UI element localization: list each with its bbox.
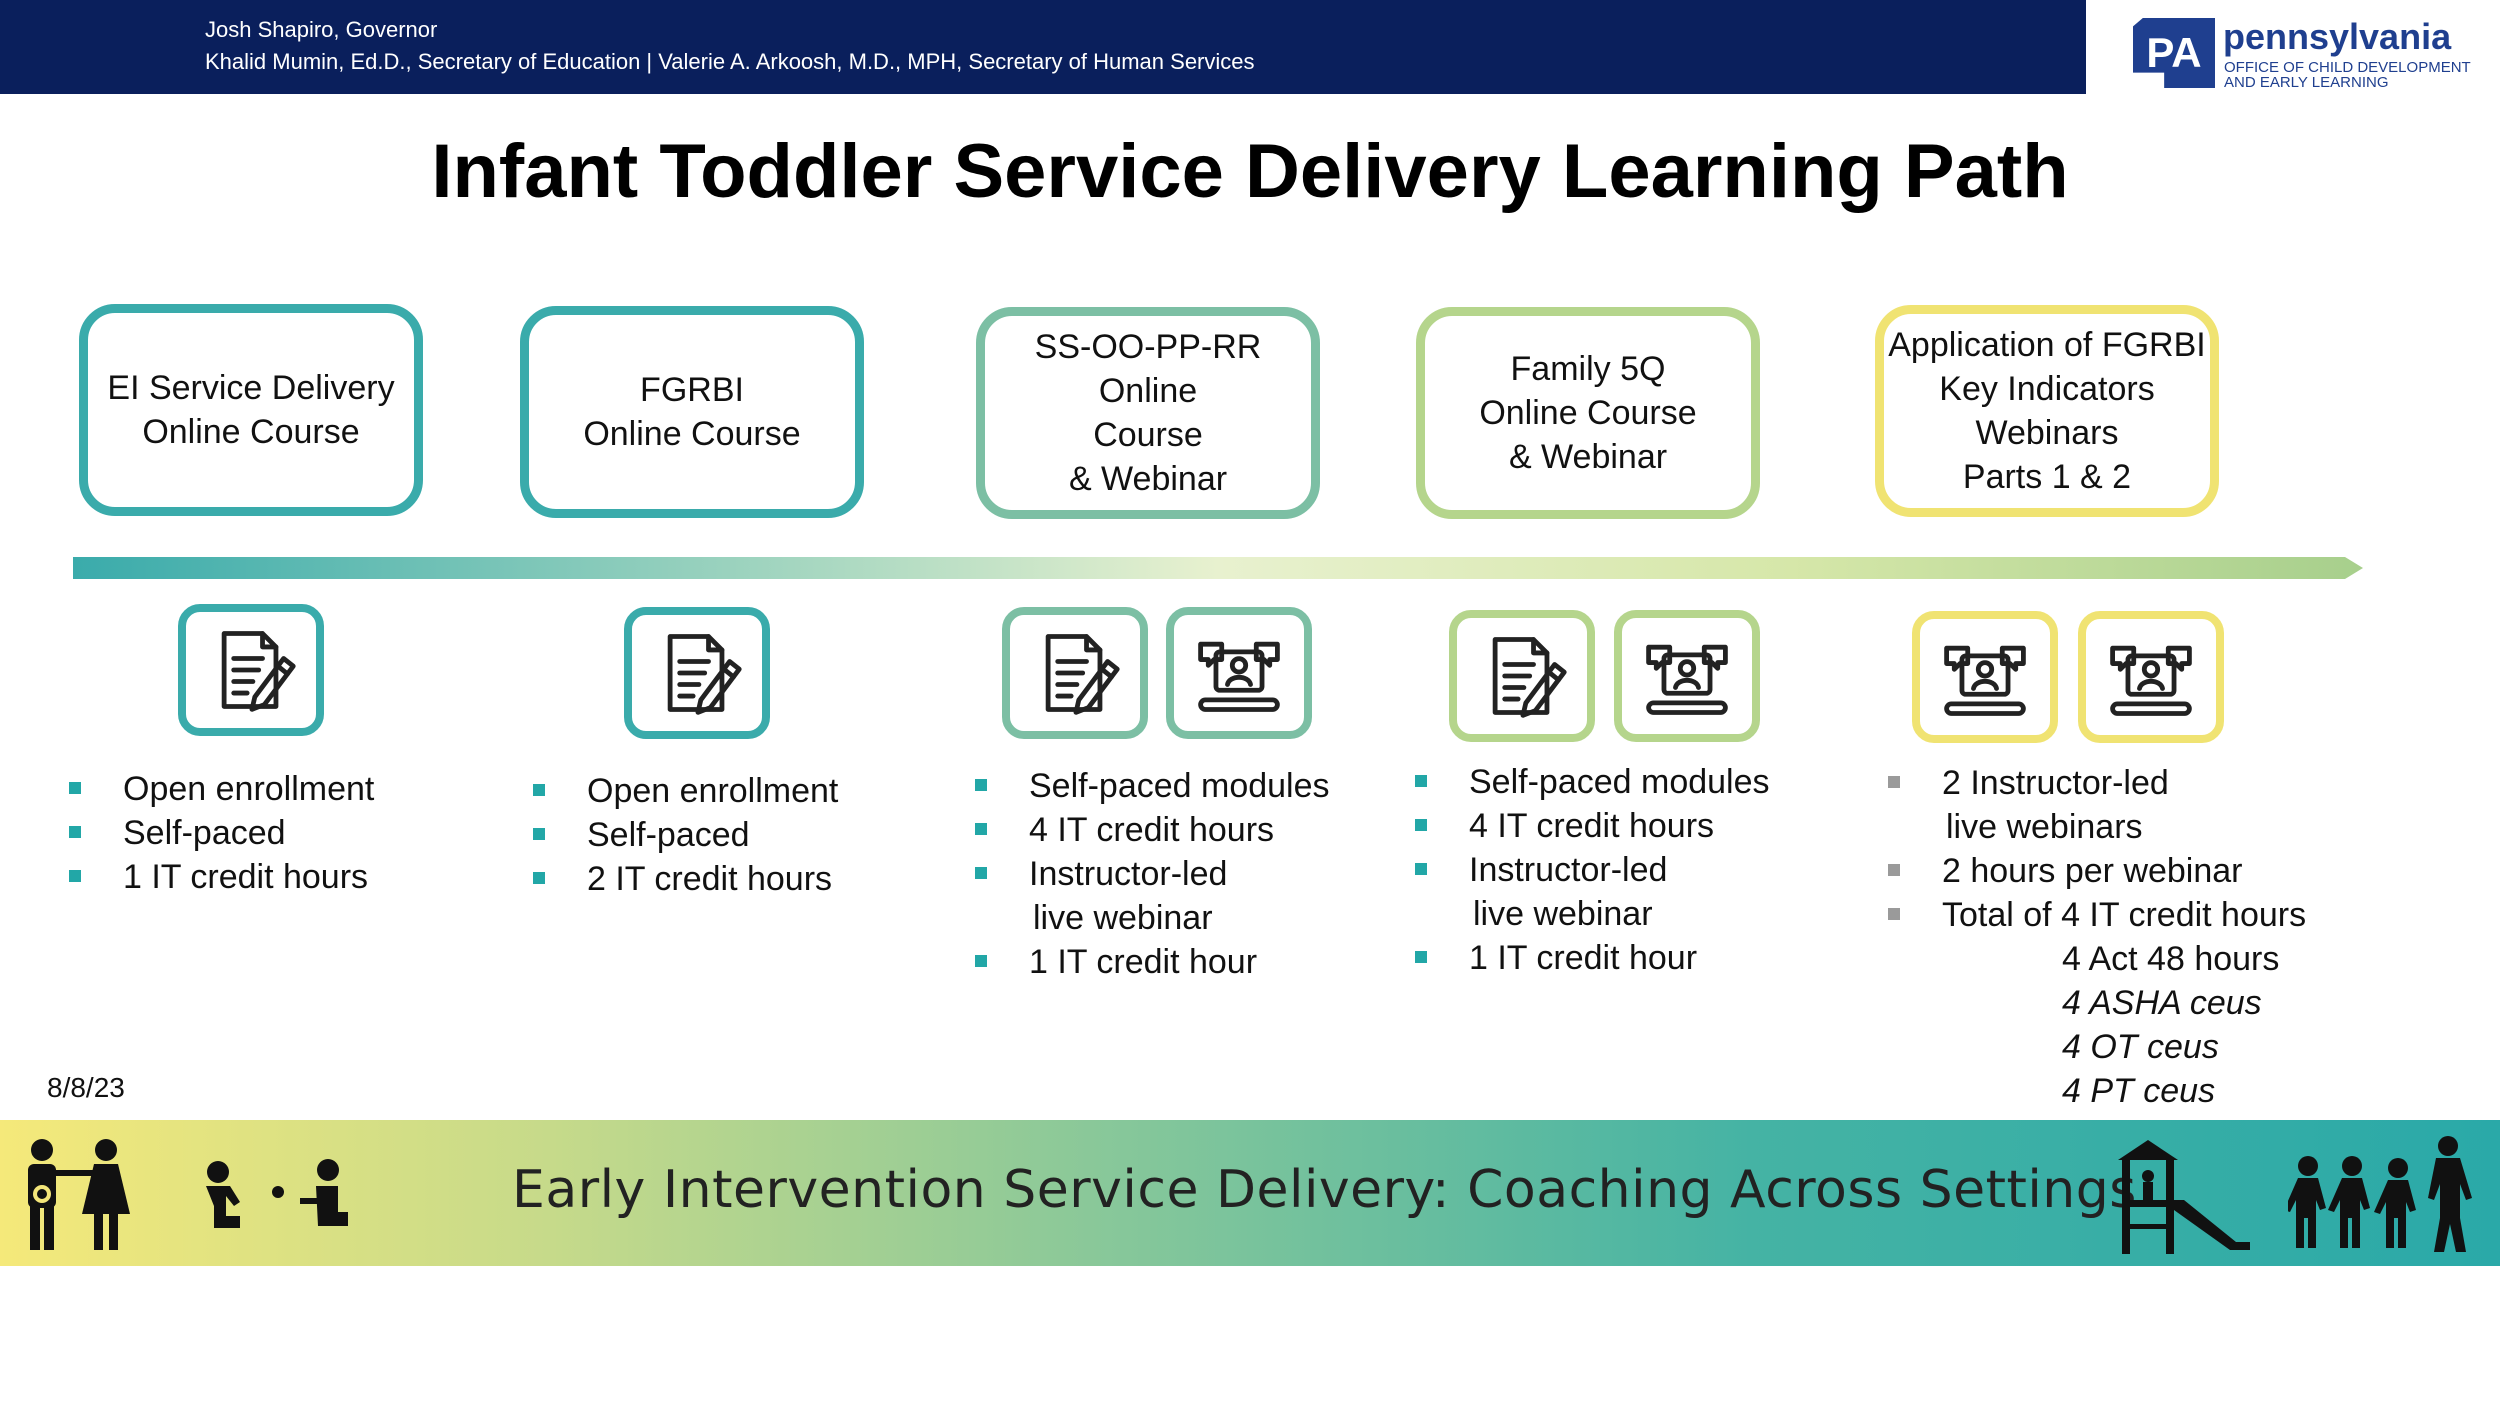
list-item: 2 hours per webinar [1888, 849, 2306, 893]
webinar-icon [2078, 611, 2224, 743]
list-item: Instructor-led [975, 852, 1330, 896]
details-list-application-fgrbi: 2 Instructor-led live webinars 2 hours p… [1888, 761, 2306, 1113]
list-item: Instructor-led [1415, 848, 1770, 892]
document-edit-icon [1002, 607, 1148, 739]
course-label: SS-OO-PP-RR Online Course & Webinar [1034, 328, 1262, 498]
list-item: 4 IT credit hours [1415, 804, 1770, 848]
list-item: 2 IT credit hours [533, 857, 838, 901]
header-bar: Josh Shapiro, Governor Khalid Mumin, Ed.… [0, 0, 2086, 94]
course-label: FGRBI Online Course [583, 371, 801, 453]
course-box-ei-service-delivery: EI Service Delivery Online Course [79, 304, 423, 516]
secretaries-line: Khalid Mumin, Ed.D., Secretary of Educat… [205, 49, 1255, 74]
children-playing-icon [206, 1159, 348, 1228]
list-item: Self-paced [69, 811, 374, 855]
list-item: Open enrollment [533, 769, 838, 813]
family-icon [28, 1139, 130, 1250]
course-box-ss-oo-pp-rr: SS-OO-PP-RR Online Course & Webinar [976, 307, 1320, 519]
list-item: live webinar [1033, 899, 1213, 937]
course-box-fgrbi: FGRBI Online Course [520, 306, 864, 518]
list-item: Self-paced modules [975, 764, 1330, 808]
list-item: 4 ASHA ceus [2062, 984, 2262, 1022]
list-item: live webinar [1473, 895, 1653, 933]
logo-subtitle: OFFICE OF CHILD DEVELOPMENT AND EARLY LE… [2224, 59, 2471, 91]
webinar-icon [1912, 611, 2058, 743]
course-box-application-fgrbi: Application of FGRBI Key Indicators Webi… [1875, 305, 2219, 517]
slide-date: 8/8/23 [47, 1072, 125, 1103]
governor-line: Josh Shapiro, Governor [205, 17, 438, 42]
list-item: 4 IT credit hours [975, 808, 1330, 852]
webinar-icon [1614, 610, 1760, 742]
course-box-family-5q: Family 5Q Online Course & Webinar [1416, 307, 1760, 519]
list-item: 2 Instructor-led [1888, 761, 2306, 805]
list-item: Self-paced modules [1415, 760, 1770, 804]
playground-icon [2118, 1140, 2250, 1254]
details-list-fgrbi: Open enrollment Self-paced 2 IT credit h… [533, 769, 838, 901]
list-item: 1 IT credit hour [1415, 936, 1770, 980]
list-item: Self-paced [533, 813, 838, 857]
list-item: live webinars [1946, 808, 2143, 846]
list-item: 4 PT ceus [2062, 1072, 2216, 1110]
list-item: 1 IT credit hour [975, 940, 1330, 984]
pa-badge-icon: PA [2133, 18, 2215, 88]
details-list-ei-service-delivery: Open enrollment Self-paced 1 IT credit h… [69, 767, 374, 899]
course-label: Application of FGRBI Key Indicators Webi… [1888, 326, 2206, 496]
list-item: 1 IT credit hours [69, 855, 374, 899]
details-list-family-5q: Self-paced modules 4 IT credit hours Ins… [1415, 760, 1770, 980]
webinar-icon [1166, 607, 1312, 739]
list-item: Open enrollment [69, 767, 374, 811]
logo-name: pennsylvania [2223, 16, 2452, 57]
timeline-arrow [73, 557, 2363, 579]
list-item: 4 Act 48 hours [2062, 940, 2280, 978]
details-list-ss-oo-pp-rr: Self-paced modules 4 IT credit hours Ins… [975, 764, 1330, 984]
document-edit-icon [178, 604, 324, 736]
footer-banner: Early Intervention Service Delivery: Coa… [0, 1120, 2500, 1266]
footer-banner-text: Early Intervention Service Delivery: Coa… [512, 1160, 2137, 1220]
children-holding-hands-icon [2288, 1136, 2472, 1252]
list-item: Total of 4 IT credit hours [1888, 893, 2306, 937]
page-title: Infant Toddler Service Delivery Learning… [431, 129, 2069, 214]
course-label: Family 5Q Online Course & Webinar [1479, 350, 1697, 476]
pennsylvania-logo: PA pennsylvania OFFICE OF CHILD DEVELOPM… [2133, 16, 2493, 94]
list-item: 4 OT ceus [2062, 1028, 2219, 1066]
course-label: EI Service Delivery Online Course [107, 369, 395, 451]
document-edit-icon [624, 607, 770, 739]
document-edit-icon [1449, 610, 1595, 742]
